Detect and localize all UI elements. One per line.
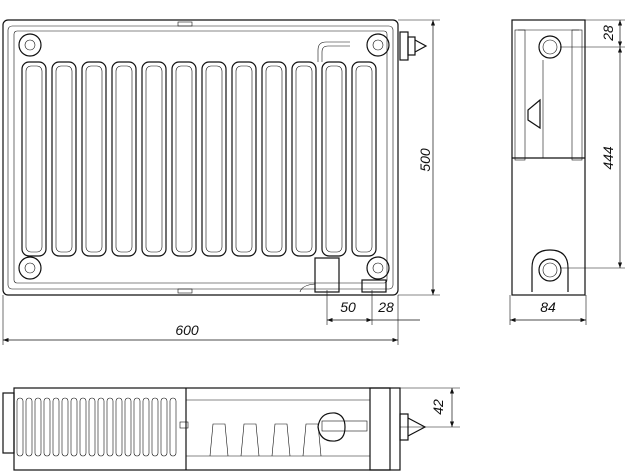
fin xyxy=(231,61,257,257)
fin-inner xyxy=(25,65,43,253)
convector-fin xyxy=(133,397,141,457)
inlet-pipe xyxy=(317,41,350,62)
fin-inner xyxy=(355,65,373,253)
valve-icon xyxy=(399,31,428,61)
corner-plugs xyxy=(18,33,390,280)
convector-wave xyxy=(209,423,229,457)
convector-fin xyxy=(142,397,150,457)
fin-inner xyxy=(55,65,73,253)
convector-fin xyxy=(97,397,105,457)
convector-wave xyxy=(271,423,291,457)
side-view: 28 444 84 xyxy=(509,19,625,325)
bracket-icon xyxy=(527,98,541,130)
convector-fin xyxy=(169,397,177,457)
convector-fin xyxy=(70,397,78,457)
convector-wave xyxy=(302,423,322,457)
convector-fin xyxy=(79,397,87,457)
convector-fin xyxy=(16,397,24,457)
convector-fin xyxy=(52,397,60,457)
height-dimension: 500 xyxy=(417,148,433,172)
top-offset-dimension: 28 xyxy=(600,25,616,42)
fin xyxy=(291,61,317,257)
front-view: 500 50 28 600 xyxy=(2,19,440,345)
fin xyxy=(21,61,47,257)
convector-fin xyxy=(124,397,132,457)
fin-inner xyxy=(85,65,103,253)
fin xyxy=(51,61,77,257)
convector-fin xyxy=(151,397,159,457)
fin xyxy=(351,61,377,257)
fin-inner xyxy=(205,65,223,253)
connection-offset-dimension: 28 xyxy=(377,299,394,315)
convector-fin xyxy=(43,397,51,457)
fin xyxy=(141,61,167,257)
convector-fins xyxy=(16,397,322,457)
fin xyxy=(81,61,107,257)
fin-inner xyxy=(235,65,253,253)
fin xyxy=(321,61,347,257)
convector-wave xyxy=(240,423,260,457)
convector-fin xyxy=(34,397,42,457)
fin xyxy=(261,61,287,257)
depth-dimension: 84 xyxy=(540,299,556,315)
convector-fin xyxy=(106,397,114,457)
top-view: 42 xyxy=(2,387,460,471)
fin-inner xyxy=(325,65,343,253)
fin-inner xyxy=(265,65,283,253)
front-panel-outline xyxy=(2,19,399,296)
center-distance-dimension: 444 xyxy=(600,146,616,170)
convector-fin xyxy=(115,397,123,457)
fin-inner xyxy=(175,65,193,253)
fin-inner xyxy=(295,65,313,253)
fin-inner xyxy=(115,65,133,253)
fin xyxy=(171,61,197,257)
convector-fin xyxy=(160,397,168,457)
fin-group xyxy=(21,61,377,257)
convector-fin xyxy=(61,397,69,457)
convector-fin xyxy=(88,397,96,457)
connection-spacing-dimension: 50 xyxy=(340,299,356,315)
fin-inner xyxy=(145,65,163,253)
width-dimension: 600 xyxy=(175,322,199,338)
fin xyxy=(111,61,137,257)
end-cap xyxy=(2,392,15,454)
convector-fin xyxy=(25,397,33,457)
valve-offset-dimension: 42 xyxy=(430,399,446,415)
fin xyxy=(201,61,227,257)
bottom-connections xyxy=(299,257,387,293)
